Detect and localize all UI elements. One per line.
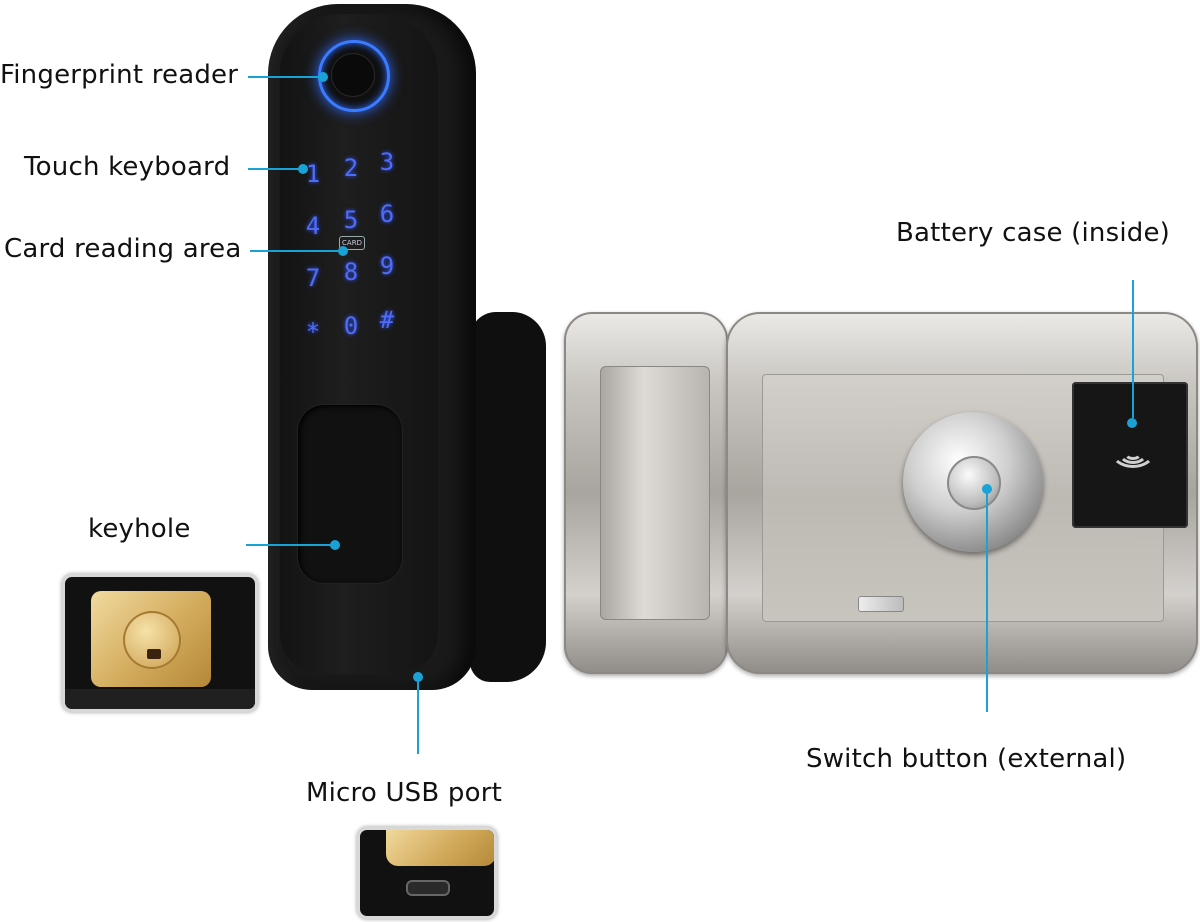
label-micro-usb-port: Micro USB port: [306, 778, 502, 808]
callout-dot: [982, 484, 992, 494]
key-star: *: [305, 318, 321, 346]
callout-dot: [318, 72, 328, 82]
callout-dot: [330, 540, 340, 550]
label-switch-button: Switch button (external): [806, 744, 1127, 774]
keyway-slot: [147, 649, 161, 659]
usb-port-closeup: [357, 827, 497, 919]
callout-line: [246, 544, 334, 546]
fingerprint-sensor: [331, 53, 375, 97]
key-5: 5: [343, 206, 359, 234]
callout-dot: [413, 672, 423, 682]
keyhole-closeup: [62, 574, 258, 712]
callout-line: [986, 490, 988, 712]
micro-usb-port-icon: [406, 880, 450, 896]
callout-dot: [338, 246, 348, 256]
key-6: 6: [379, 200, 395, 228]
inset-base: [65, 689, 255, 709]
callout-line: [1132, 280, 1134, 418]
label-card-reading-area: Card reading area: [4, 234, 242, 264]
keyhole-cover: [298, 405, 402, 583]
switch-button: [947, 456, 1001, 510]
handle-mount-base: [470, 312, 546, 682]
wireless-wave-icon: [1110, 432, 1156, 468]
label-keyhole: keyhole: [88, 514, 191, 544]
strike-plate-recess: [600, 366, 710, 620]
key-3: 3: [379, 148, 395, 176]
wireless-wave-icon: [1118, 440, 1148, 464]
key-2: 2: [343, 154, 359, 182]
callout-dot: [1127, 418, 1137, 428]
key-0: 0: [343, 312, 359, 340]
key-8: 8: [343, 258, 359, 286]
card-reader-icon: CARD: [339, 236, 365, 250]
key-hash: #: [379, 306, 395, 334]
callout-line: [248, 76, 320, 78]
lock-cylinder-plug: [123, 611, 181, 669]
callout-line: [248, 168, 302, 170]
label-battery-case: Battery case (inside): [896, 218, 1170, 248]
wireless-wave-icon: [1124, 446, 1142, 460]
label-touch-keyboard: Touch keyboard: [24, 152, 231, 182]
key-9: 9: [379, 252, 395, 280]
latch-slot: [858, 596, 904, 612]
label-fingerprint-reader: Fingerprint reader: [0, 60, 239, 90]
key-4: 4: [305, 212, 321, 240]
battery-case: [1072, 382, 1188, 528]
key-1: 1: [305, 160, 321, 188]
callout-line: [250, 250, 342, 252]
callout-dot: [298, 164, 308, 174]
callout-line: [417, 676, 419, 754]
key-7: 7: [305, 264, 321, 292]
brass-edge: [386, 830, 494, 866]
